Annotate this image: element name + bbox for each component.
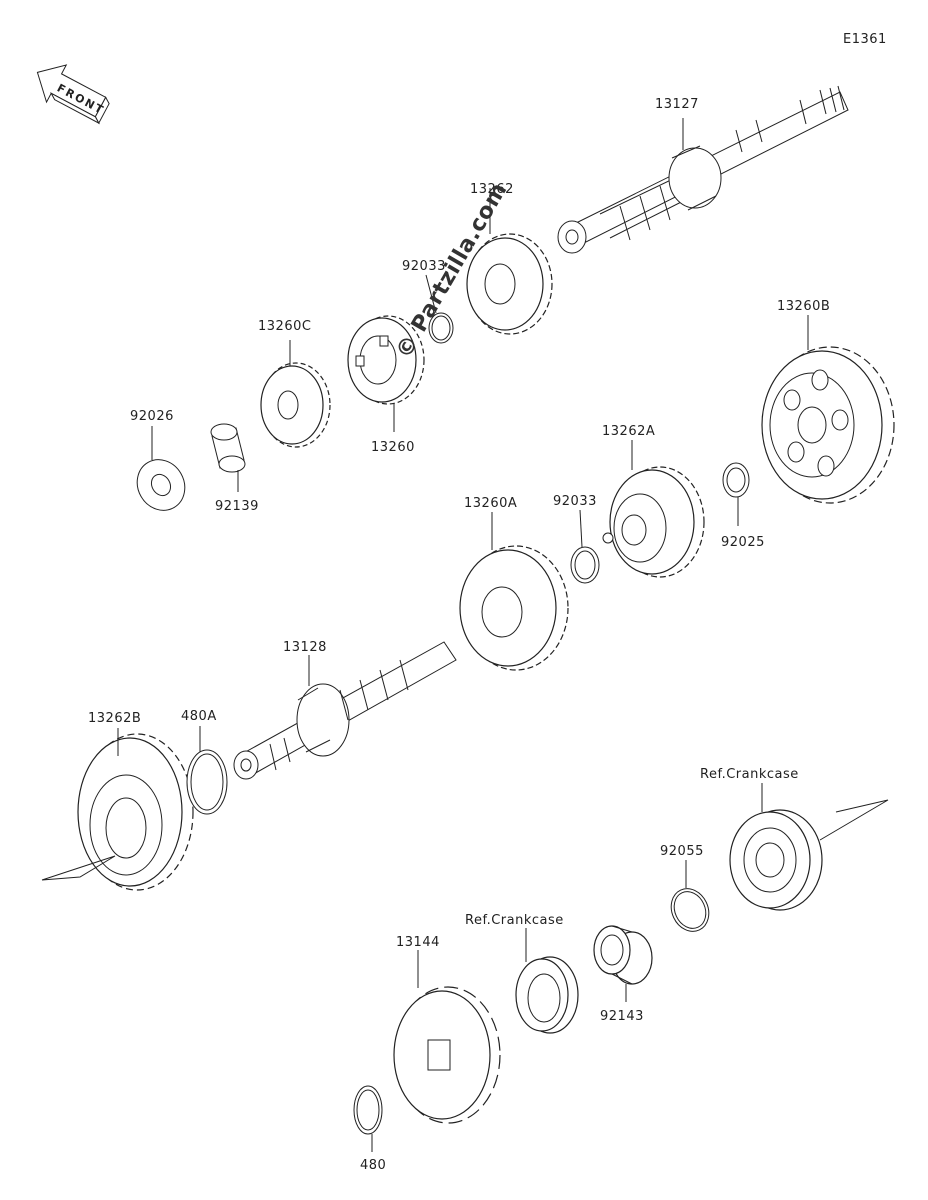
- label-ref-crankcase-a: Ref.Crankcase: [700, 767, 799, 782]
- seal-ref-crankcase-b: [515, 928, 579, 1034]
- label-13260c: 13260C: [258, 319, 311, 334]
- label-13262a: 13262A: [602, 424, 655, 439]
- label-13260b: 13260B: [777, 299, 830, 314]
- label-92055: 92055: [660, 844, 704, 859]
- label-92033-lower: 92033: [553, 494, 597, 509]
- label-13260: 13260: [371, 440, 415, 455]
- label-13262b: 13262B: [88, 711, 141, 726]
- gear-13262b: [41, 728, 194, 891]
- gear-13260b: [761, 315, 895, 504]
- washer-92025: [722, 462, 750, 526]
- gear-13262: [466, 188, 553, 335]
- washer-92026: [136, 426, 186, 511]
- circlip-480a: [186, 726, 228, 815]
- label-92025: 92025: [721, 535, 765, 550]
- label-ref-crankcase-b: Ref.Crankcase: [465, 913, 564, 928]
- label-92139: 92139: [215, 499, 259, 514]
- diagram-id: E1361: [843, 32, 887, 47]
- gear-13260a: [459, 512, 569, 671]
- gear-13260: [347, 315, 425, 432]
- label-92143: 92143: [600, 1009, 644, 1024]
- front-arrow-icon: FRONT: [36, 64, 110, 125]
- circlip-92033-lower: [570, 509, 600, 584]
- bearing-ref-crankcase-a: [729, 783, 889, 911]
- gear-13262a: [602, 440, 705, 578]
- label-13260a: 13260A: [464, 496, 517, 511]
- gear-13260c: [260, 340, 331, 448]
- sprocket-13144: [393, 950, 501, 1124]
- circlip-92033-upper: [425, 274, 454, 344]
- label-480: 480: [360, 1158, 386, 1173]
- label-13144: 13144: [396, 935, 440, 950]
- label-92033-upper: 92033: [402, 259, 446, 274]
- oring-92055: [670, 860, 710, 932]
- label-13128: 13128: [283, 640, 327, 655]
- label-13127: 13127: [655, 97, 699, 112]
- circlip-480: [353, 1085, 383, 1152]
- bushing-92139: [210, 423, 246, 492]
- collar-92143: [593, 925, 653, 1002]
- label-480a: 480A: [181, 709, 217, 724]
- label-13262: 13262: [470, 182, 514, 197]
- shaft-13128: [233, 641, 457, 780]
- shaft-13127: [557, 85, 849, 254]
- label-92026: 92026: [130, 409, 174, 424]
